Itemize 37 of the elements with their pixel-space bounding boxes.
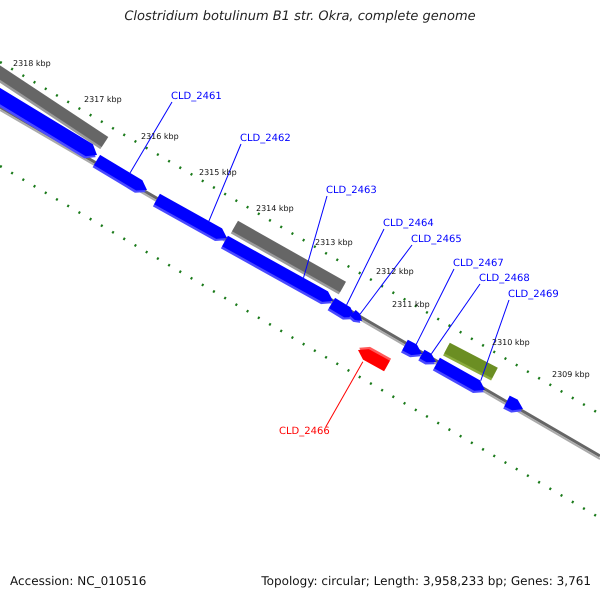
scale-label: 2311 kbp (392, 301, 430, 309)
gene-label: CLD_2466 (279, 427, 330, 437)
gene-label: CLD_2465 (411, 235, 462, 245)
leader-line (430, 284, 480, 354)
gene-feature (92, 154, 147, 193)
gene-label: CLD_2469 (508, 290, 559, 300)
gene-feature (220, 236, 333, 304)
gene-label: CLD_2463 (326, 186, 377, 196)
gene-label: CLD_2467 (453, 259, 504, 269)
leader-line (480, 300, 510, 382)
scale-label: 2317 kbp (84, 96, 122, 104)
scale-label: 2318 kbp (13, 60, 51, 68)
gene-feature (348, 310, 362, 323)
gene-label: CLD_2468 (479, 274, 530, 284)
gene-feature (503, 396, 523, 413)
gene-label: CLD_2462 (240, 134, 291, 144)
diagram-title: Clostridium botulinum B1 str. Okra, complete genome (123, 10, 477, 23)
scale-label: 2314 kbp (256, 205, 294, 213)
gene-feature (418, 350, 436, 364)
leader-line (303, 196, 328, 278)
leader-line (416, 268, 454, 345)
gene-feature (432, 358, 485, 393)
scale-label: 2313 kbp (315, 239, 353, 247)
gene-feature (358, 346, 392, 372)
gene-feature (401, 340, 422, 358)
leader-line (360, 244, 412, 314)
footer-text: Topology: circular; Length: 3,958,233 bp; Genes: 3,761 (261, 575, 591, 587)
leader-line (346, 228, 384, 306)
footer-text: Accession: NC_010516 (10, 575, 146, 587)
leader-line (325, 361, 364, 428)
gene-feature (328, 298, 355, 320)
scale-label: 2309 kbp (552, 371, 590, 379)
gene-feature (152, 194, 227, 241)
gene-label: CLD_2464 (383, 219, 434, 229)
gene-label: CLD_2461 (171, 92, 222, 102)
leader-line (208, 144, 242, 222)
leader-line (130, 102, 172, 174)
